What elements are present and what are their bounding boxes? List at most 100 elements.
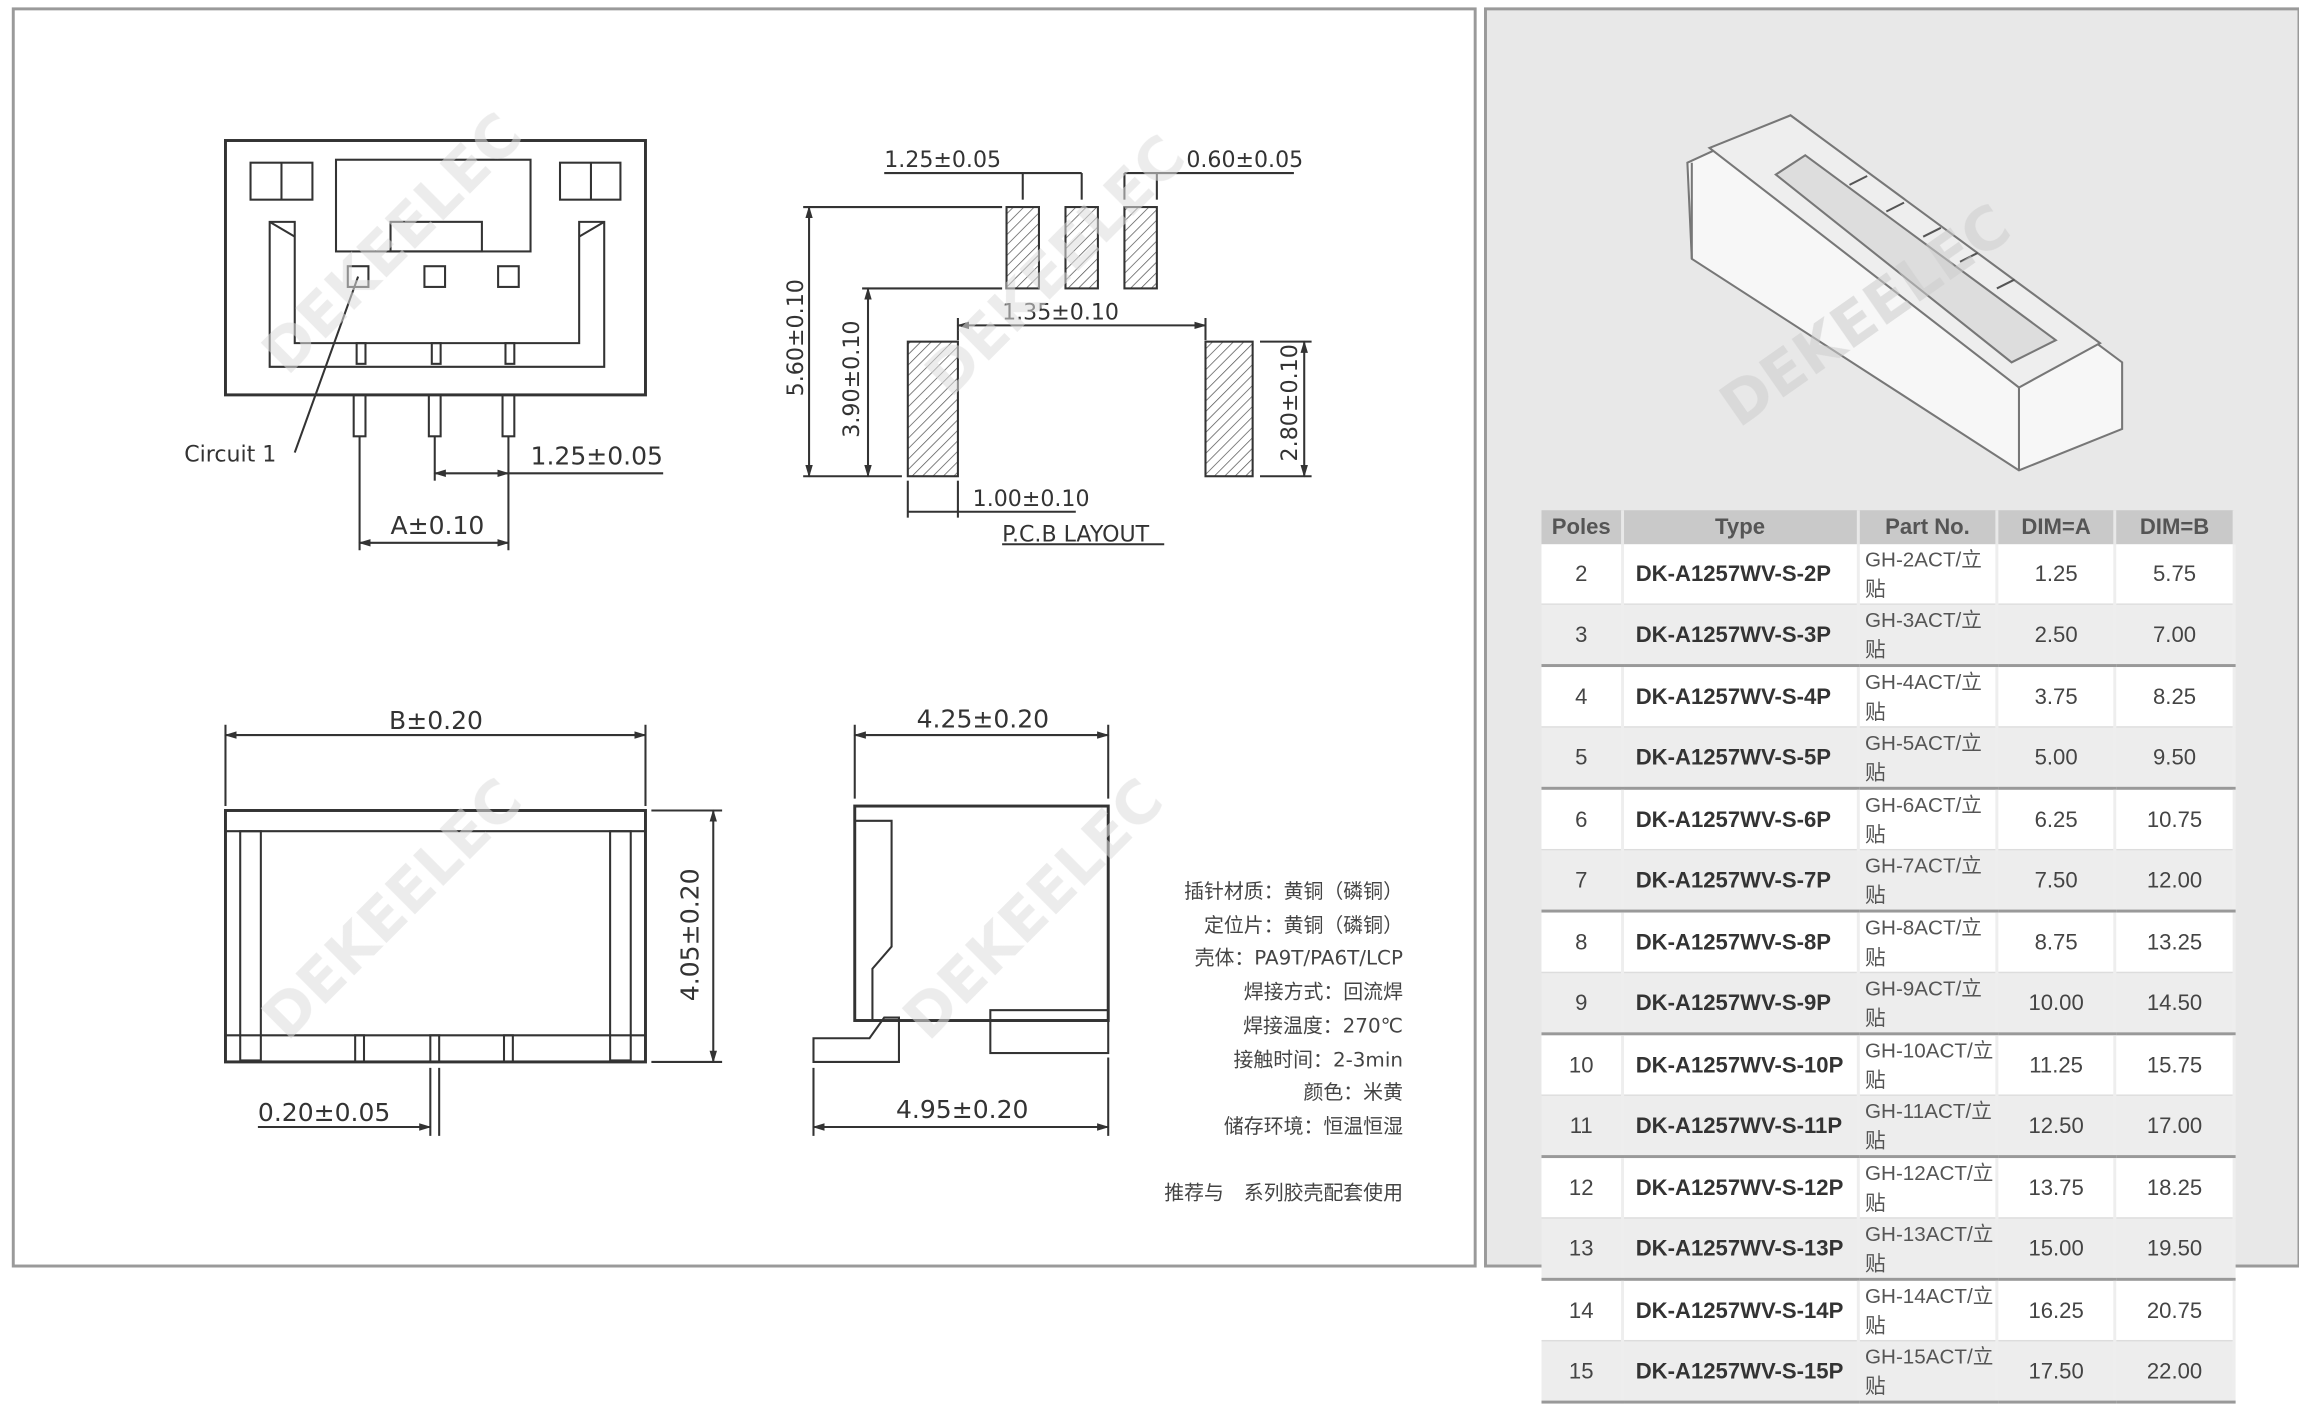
cell-part-no: GH-3ACT/立贴 — [1857, 604, 1999, 668]
cell-dim-b: 17.00 — [2114, 1095, 2236, 1159]
cell-dim-a: 3.75 — [1997, 665, 2117, 728]
pcb-layout — [803, 172, 1312, 546]
cell-dim-b: 7.00 — [2114, 604, 2236, 668]
cell-dim-b: 20.75 — [2114, 1279, 2236, 1342]
header-dim-a: DIM=A — [1997, 510, 2117, 545]
cell-dim-b: 22.00 — [2114, 1340, 2236, 1404]
cell-dim-b: 13.25 — [2114, 911, 2236, 974]
cell-dim-a: 17.50 — [1997, 1340, 2117, 1404]
cell-part-no: GH-10ACT/立贴 — [1857, 1033, 1999, 1096]
cell-dim-a: 15.00 — [1997, 1217, 2117, 1281]
cell-type: DK-A1257WV-S-9P — [1622, 972, 1860, 1036]
cell-type: DK-A1257WV-S-8P — [1622, 911, 1860, 974]
connector-3d-image — [1686, 114, 2124, 472]
dim-a-label: A±0.10 — [391, 511, 485, 540]
cell-poles: 4 — [1541, 665, 1624, 728]
cell-dim-b: 10.75 — [2114, 788, 2236, 851]
circuit-label: Circuit 1 — [184, 441, 276, 467]
drawing-panel — [11, 7, 1477, 1268]
header-dim-b: DIM=B — [2114, 510, 2236, 545]
cell-dim-a: 12.50 — [1997, 1095, 2117, 1159]
cell-type: DK-A1257WV-S-6P — [1622, 788, 1860, 851]
pcb-pitch-label: 1.25±0.05 — [884, 147, 1001, 173]
cell-dim-b: 14.50 — [2114, 972, 2236, 1036]
watermark: DEKEELEC — [249, 765, 536, 1053]
cell-dim-a: 6.25 — [1997, 788, 2117, 851]
cell-dim-a: 5.00 — [1997, 726, 2117, 790]
side-bottom-label: 4.95±0.20 — [896, 1095, 1028, 1124]
cell-type: DK-A1257WV-S-13P — [1622, 1217, 1860, 1281]
pitch-label: 1.25±0.05 — [531, 441, 663, 470]
pcb-side-width-label: 1.00±0.10 — [973, 486, 1090, 512]
cell-dim-a: 7.50 — [1997, 849, 2117, 913]
front-view — [224, 724, 723, 1136]
top-view — [224, 139, 664, 551]
cell-poles: 15 — [1541, 1340, 1624, 1404]
header-part-no: Part No. — [1857, 510, 1999, 545]
cell-poles: 9 — [1541, 972, 1624, 1036]
cell-type: DK-A1257WV-S-7P — [1622, 849, 1860, 913]
cell-dim-b: 12.00 — [2114, 849, 2236, 913]
side-view — [812, 724, 1110, 1136]
note: 定位片：黄铜（磷铜） — [1204, 913, 1403, 938]
cell-poles: 12 — [1541, 1156, 1624, 1219]
side-top-label: 4.25±0.20 — [917, 705, 1049, 734]
cell-dim-a: 13.75 — [1997, 1156, 2117, 1219]
cell-dim-b: 19.50 — [2114, 1217, 2236, 1281]
cell-poles: 8 — [1541, 911, 1624, 974]
cell-part-no: GH-8ACT/立贴 — [1857, 911, 1999, 974]
cell-type: DK-A1257WV-S-10P — [1622, 1033, 1860, 1096]
footnote: 推荐与 系列胶壳配套使用 — [1164, 1181, 1403, 1205]
cell-part-no: GH-15ACT/立贴 — [1857, 1340, 1999, 1404]
cell-part-no: GH-14ACT/立贴 — [1857, 1279, 1999, 1342]
header-poles: Poles — [1541, 510, 1624, 545]
cell-part-no: GH-6ACT/立贴 — [1857, 788, 1999, 851]
pcb-title: P.C.B LAYOUT — [1002, 521, 1150, 547]
cell-dim-a: 1.25 — [1997, 544, 2117, 605]
cell-poles: 6 — [1541, 788, 1624, 851]
cell-type: DK-A1257WV-S-15P — [1622, 1340, 1860, 1404]
cell-part-no: GH-9ACT/立贴 — [1857, 972, 1999, 1036]
cell-poles: 3 — [1541, 604, 1624, 668]
cell-part-no: GH-12ACT/立贴 — [1857, 1156, 1999, 1219]
cell-poles: 13 — [1541, 1217, 1624, 1281]
note: 颜色：米黄 — [1303, 1081, 1403, 1106]
note: 壳体：PA9T/PA6T/LCP — [1194, 947, 1403, 971]
technical-drawing: Circuit 1 1.25±0.05 A±0.10 1.25±0.05 0.6… — [184, 99, 2124, 1136]
cell-type: DK-A1257WV-S-3P — [1622, 604, 1860, 668]
note: 储存环境：恒温恒湿 — [1223, 1115, 1403, 1139]
pcb-total-label: 5.60±0.10 — [783, 279, 809, 396]
pcb-gap-label: 1.35±0.10 — [1002, 299, 1119, 325]
cell-dim-b: 18.25 — [2114, 1156, 2236, 1219]
cell-poles: 7 — [1541, 849, 1624, 913]
cell-poles: 5 — [1541, 726, 1624, 790]
cell-dim-a: 10.00 — [1997, 972, 2117, 1036]
pcb-pad-width-label: 0.60±0.05 — [1186, 147, 1303, 173]
cell-type: DK-A1257WV-S-14P — [1622, 1279, 1860, 1342]
cell-dim-b: 15.75 — [2114, 1033, 2236, 1096]
front-height-label: 4.05±0.20 — [676, 868, 705, 1001]
cell-type: DK-A1257WV-S-5P — [1622, 726, 1860, 790]
front-width-label: B±0.20 — [389, 706, 483, 735]
cell-poles: 10 — [1541, 1033, 1624, 1096]
cell-type: DK-A1257WV-S-11P — [1622, 1095, 1860, 1159]
cell-poles: 14 — [1541, 1279, 1624, 1342]
cell-part-no: GH-2ACT/立贴 — [1857, 544, 1999, 605]
cell-part-no: GH-13ACT/立贴 — [1857, 1217, 1999, 1281]
cell-part-no: GH-4ACT/立贴 — [1857, 665, 1999, 728]
note: 焊接方式：回流焊 — [1243, 980, 1403, 1005]
cell-dim-a: 11.25 — [1997, 1033, 2117, 1096]
note: 插针材质：黄铜（磷铜） — [1184, 880, 1403, 904]
